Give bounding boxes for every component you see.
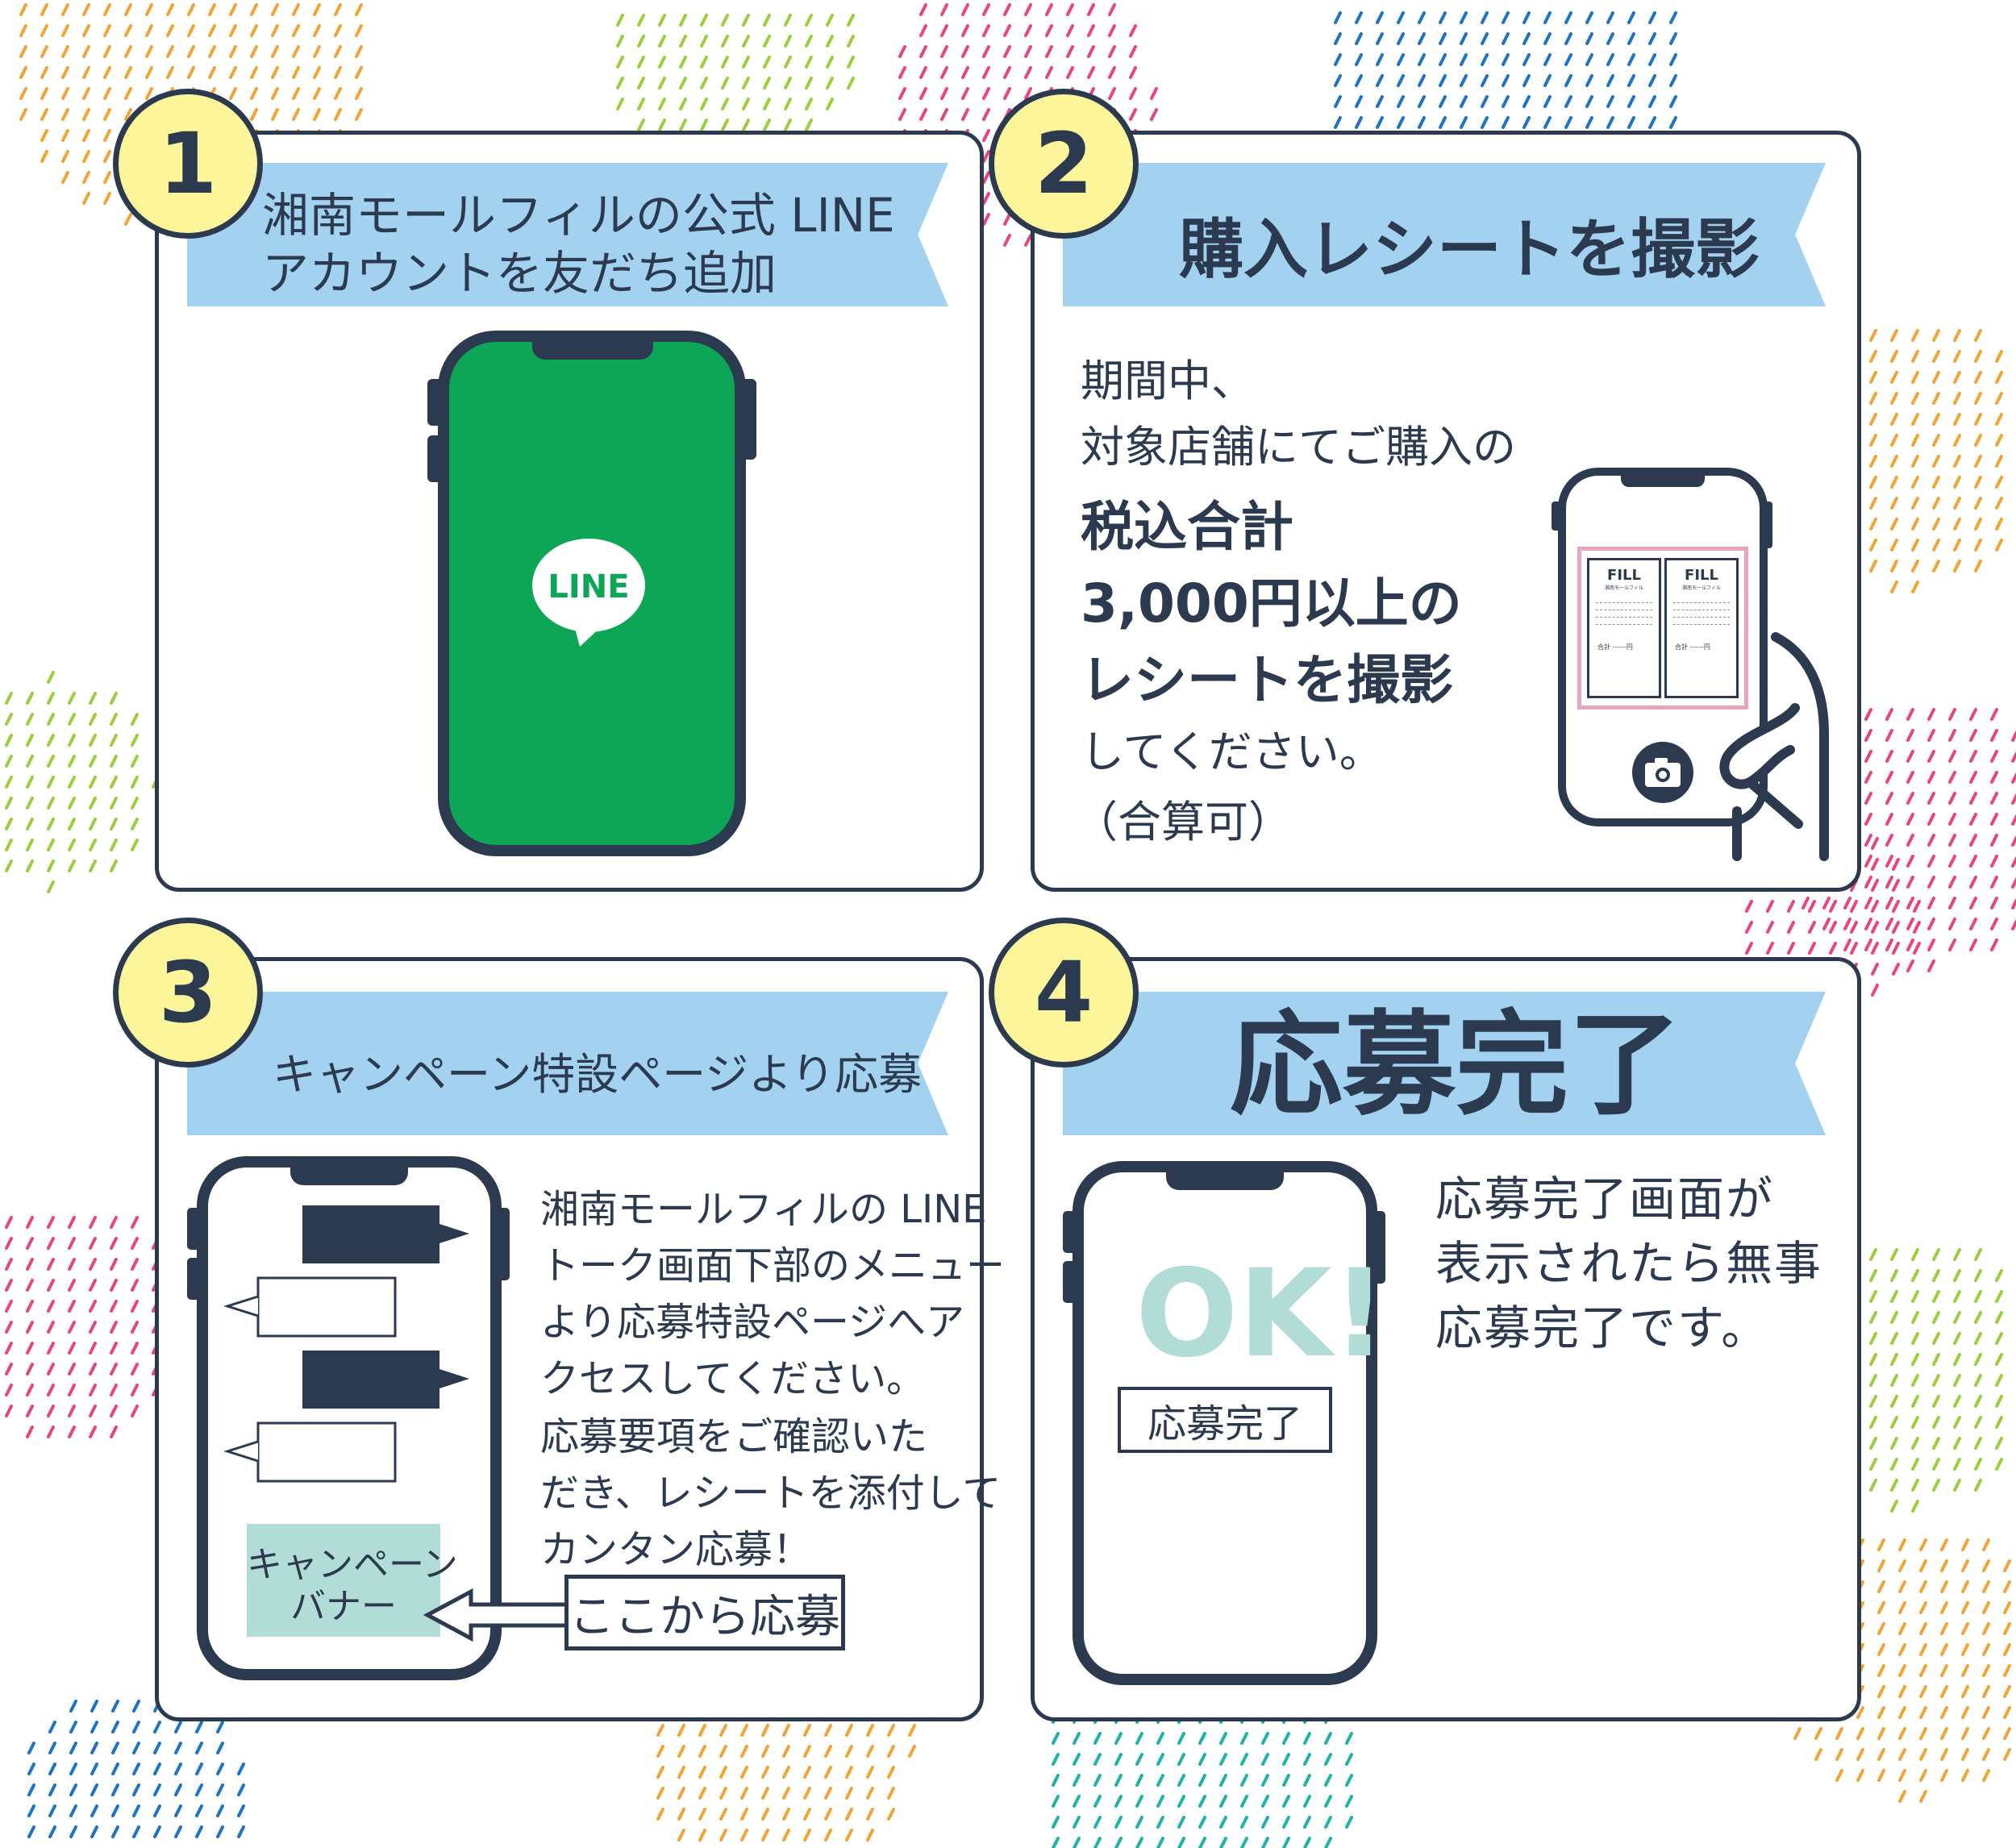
campaign-banner[interactable]: キャンペーン バナー: [247, 1524, 458, 1637]
line-logo-icon: LINE: [532, 539, 645, 647]
camera-icon: [1632, 742, 1693, 803]
step-2-banner-text: 購入レシートを撮影: [1179, 212, 1760, 287]
ok-text: OK!: [1135, 1244, 1388, 1384]
phone-3-notch: [290, 1167, 408, 1185]
chat-bubbles: [223, 1205, 469, 1483]
step-3-number: 3: [158, 943, 218, 1042]
step-3-text-line-4: クセスしてください。: [540, 1356, 926, 1401]
step-4-text-line-3: 応募完了です。: [1435, 1301, 1770, 1355]
phone-notch: [532, 342, 653, 360]
apply-here-label: ここから応募: [569, 1590, 840, 1643]
hand-icon: [1719, 632, 1829, 861]
step-2-text-line-4: 3,000円以上の: [1081, 572, 1462, 635]
step-1-banner-line-1: 湘南モールフィルの公式 LINE: [262, 188, 895, 243]
campaign-banner-line-2: バナー: [290, 1586, 397, 1627]
dot-patch-1: [616, 14, 855, 173]
step-3-text-line-3: より応募特設ページへア: [540, 1300, 965, 1345]
receipt-left-yen: 円: [1626, 643, 1633, 651]
step-2-banner: [1063, 163, 1826, 306]
receipt-left-sub: 湘南モールフィル: [1605, 585, 1643, 591]
step-1-banner: [187, 163, 948, 306]
step-1-badge: 1: [113, 89, 263, 239]
step-3-badge: 3: [113, 918, 263, 1068]
step-2-number: 2: [1034, 114, 1093, 213]
campaign-banner-line-1: キャンペーン: [247, 1544, 458, 1585]
step-4-text-line-1: 応募完了画面が: [1435, 1172, 1775, 1226]
step-2-text-line-5: レシートを撮影: [1081, 649, 1453, 711]
receipt-left-total: 合計: [1597, 643, 1610, 651]
step-3-text-line-7: カンタン応募！: [540, 1527, 812, 1572]
dot-patch-6: [5, 671, 160, 893]
receipt-right-dash: ------: [1689, 643, 1704, 651]
step-1-banner-line-2: アカウントを友だち追加: [262, 246, 777, 301]
apply-here-callout[interactable]: ここから応募: [564, 1575, 845, 1650]
receipt-right-total: 合計: [1675, 643, 1688, 651]
phone-4-notch: [1166, 1172, 1284, 1190]
step-3-text-line-2: トーク画面下部のメニュー: [540, 1243, 1006, 1288]
line-logo-text: LINE: [548, 568, 629, 606]
step-1-number: 1: [158, 114, 218, 213]
step-3-text-line-6: だき、レシートを添付して: [540, 1471, 1002, 1516]
step-4-banner: [1063, 992, 1826, 1135]
step-4-badge: 4: [989, 918, 1139, 1068]
receipt-left-dash: ------: [1612, 643, 1627, 651]
step-2-text-line-1: 期間中、: [1081, 356, 1255, 406]
receipt-left-brand: FILL: [1607, 567, 1641, 584]
phone-2-notch: [1621, 474, 1705, 487]
step-3-text-line-1: 湘南モールフィルの LINE: [540, 1187, 987, 1232]
receipt-left: FILL 湘南モールフィル 合計 ------円: [1587, 558, 1661, 698]
dot-patch-12: [27, 1700, 245, 1838]
receipt-right-brand: FILL: [1685, 567, 1718, 584]
step-3-banner: [187, 992, 948, 1135]
step-2-text-line-2: 対象店舗にてご購入の: [1081, 422, 1516, 472]
receipt-right-yen: 円: [1703, 643, 1710, 651]
step-2-text-line-6: してください。: [1081, 726, 1383, 777]
complete-label-box: 応募完了: [1118, 1387, 1332, 1453]
step-4-banner-text: 応募完了: [1230, 1000, 1682, 1131]
step-2-badge: 2: [989, 89, 1139, 239]
step-4-text-line-2: 表示されたら無事: [1435, 1236, 1823, 1291]
step-2-text-line-7: （合算可）: [1074, 797, 1292, 847]
step-3-text-line-5: 応募要項をご確認いた: [540, 1414, 928, 1459]
step-3-banner-text: キャンペーン特設ページより応募: [273, 1049, 923, 1100]
receipt-right: FILL 湘南モールフィル 合計 ------円: [1664, 558, 1739, 698]
arrow-left-icon: [423, 1588, 576, 1642]
dot-patch-7: [5, 1216, 181, 1438]
receipt-frame: [1577, 547, 1748, 710]
step-2-text-line-3: 税込合計: [1081, 496, 1293, 558]
complete-label: 応募完了: [1147, 1401, 1302, 1446]
step-4-number: 4: [1034, 943, 1093, 1042]
receipt-right-sub: 湘南モールフィル: [1682, 585, 1721, 591]
